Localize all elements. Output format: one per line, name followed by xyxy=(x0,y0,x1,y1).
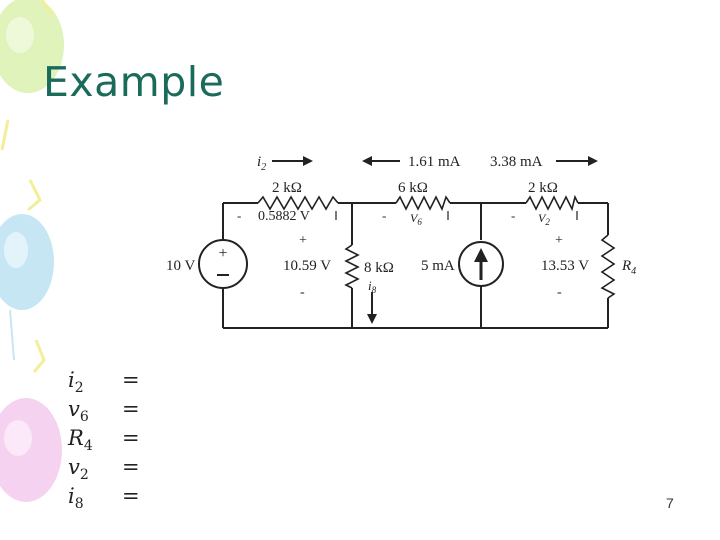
r4-label: R4 xyxy=(621,258,636,277)
node1-voltage: 10.59 V xyxy=(283,258,331,274)
v2-minus: - xyxy=(511,208,515,223)
node1-minus: - xyxy=(300,285,305,300)
equation-equals: = xyxy=(122,455,140,479)
r8-label: 8 kΩ xyxy=(364,260,394,276)
page-number: 7 xyxy=(666,495,674,511)
equation-variable: v2 xyxy=(68,455,89,484)
equation-variable: v6 xyxy=(68,397,89,426)
current-arrow-left xyxy=(362,156,400,166)
equation-variable: i2 xyxy=(68,368,84,397)
current-source-label: 5 mA xyxy=(421,258,455,274)
equation-equals: = xyxy=(122,397,140,421)
equation-equals: = xyxy=(122,484,140,508)
current-right-label: 3.38 mA xyxy=(490,154,543,170)
node2-voltage: 13.53 V xyxy=(541,258,589,274)
r-left-voltage: 0.5882 V xyxy=(258,209,310,224)
equation-equals: = xyxy=(122,426,140,450)
resistor-2k-left xyxy=(257,195,339,211)
resistor-2k-right xyxy=(525,194,579,212)
i8-label: i8 xyxy=(368,278,377,295)
r-mid-label: 6 kΩ xyxy=(398,180,428,196)
voltage-source xyxy=(198,239,248,289)
node1-plus: + xyxy=(299,233,307,248)
v6-label: V6 xyxy=(410,211,422,227)
r-left-label: 2 kΩ xyxy=(272,180,302,196)
balloon-decoration xyxy=(0,0,64,502)
equation-variable: i8 xyxy=(68,484,84,513)
current-arrow-i2 xyxy=(272,156,313,166)
r-right-label: 2 kΩ xyxy=(528,180,558,196)
v2-label: V2 xyxy=(538,211,550,227)
current-source-arrow-icon xyxy=(474,248,488,262)
resistor-8k xyxy=(344,244,360,289)
r-left-minus: - xyxy=(237,208,241,223)
current-arrow-right xyxy=(556,156,598,166)
node2-plus: + xyxy=(555,233,563,248)
source-voltage-label: 10 V xyxy=(166,258,195,274)
current-arrow-i8 xyxy=(367,292,377,324)
resistor-6k xyxy=(395,195,451,212)
slide-title: Example xyxy=(43,58,225,106)
source-plus: + xyxy=(218,245,227,262)
current-left-label: 1.61 mA xyxy=(408,154,461,170)
resistor-r4 xyxy=(600,234,616,299)
circuit-wires xyxy=(222,202,609,329)
v6-minus: - xyxy=(382,208,386,223)
equation-equals: = xyxy=(122,368,140,392)
node2-minus: - xyxy=(557,285,562,300)
equation-variable: R4 xyxy=(68,426,93,455)
i2-label: i2 xyxy=(257,154,266,173)
